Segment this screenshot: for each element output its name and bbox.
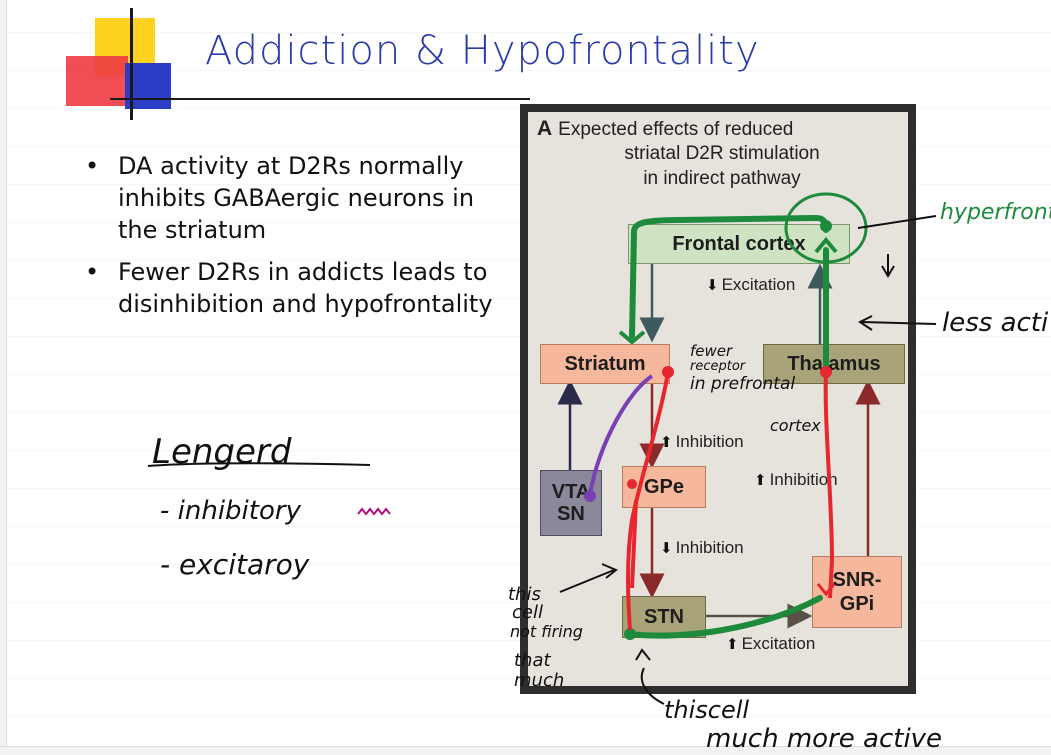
green-path-frontal-striatum <box>629 214 829 339</box>
pointer-hyperfrontal <box>857 215 937 229</box>
node-stn-label: STN <box>644 605 684 628</box>
arrow-down-icon: ⬇ <box>706 277 719 294</box>
red-path-snr-thalamus <box>823 373 835 599</box>
node-frontal-cortex: Frontal cortex <box>628 224 850 264</box>
label-inhibition-striatum-gpe: ⬆ Inhibition <box>660 432 744 452</box>
legend-inhibitory-swatch <box>357 507 391 516</box>
note-hyperfrontal: hyperfronta <box>940 200 1051 225</box>
bullet-dot-icon: • <box>85 152 100 180</box>
note-bottom-2: much more active <box>706 724 943 754</box>
node-stn: STN <box>622 596 706 638</box>
logo-vertical-line <box>130 8 133 120</box>
note-this-cell-4: that <box>514 650 551 671</box>
label-inhibition-right: ⬆ Inhibition <box>754 470 838 490</box>
bottom-edge <box>0 746 1051 755</box>
pointer-much-more-active <box>635 648 665 705</box>
title-underline <box>110 98 530 100</box>
pointer-this-cell <box>559 563 618 593</box>
figure-heading-line1: Expected effects of reduced <box>558 119 794 140</box>
note-fewer-3: in prefrontal <box>690 374 796 394</box>
green-circle-annotation <box>784 192 868 264</box>
note-less-active: less acti <box>942 308 1049 338</box>
label-excitation-bottom: ⬆ Excitation <box>726 634 815 654</box>
bullet-text: DA activity at D2Rs normally inhibits GA… <box>118 152 475 244</box>
label-inhibition-right-text: Inhibition <box>769 470 838 489</box>
legend-excitatory: - excitaroy <box>160 548 310 581</box>
logo-red-block <box>66 56 128 106</box>
figure-heading-line2: striatal D2R stimulation <box>624 143 820 164</box>
node-vta-label: VTA <box>551 481 591 503</box>
bullet-text: Fewer D2Rs in addicts leads to disinhibi… <box>118 258 493 318</box>
node-gpi-label: GPi <box>839 593 875 615</box>
slide-title: Addiction & Hypofrontality <box>205 28 760 74</box>
purple-path-vta-striatum <box>588 374 654 495</box>
node-snr-label: SNR- <box>832 569 882 591</box>
note-bottom-1: thiscell <box>664 696 750 724</box>
note-fewer-4: cortex <box>770 416 821 435</box>
green-path-stn-snr <box>627 595 823 639</box>
node-sn-label: SN <box>557 503 585 525</box>
pointer-less-active <box>858 315 937 331</box>
arrow-down-icon: ⬇ <box>660 540 673 557</box>
legend-inhibitory: - inhibitory <box>160 496 301 526</box>
node-gpe-label: GPe <box>643 475 685 498</box>
bullet-dot-icon: • <box>85 258 100 286</box>
figure-heading-line3: in indirect pathway <box>643 168 801 189</box>
arrow-up-icon: ⬆ <box>726 636 739 653</box>
bullet-item: • Fewer D2Rs in addicts leads to disinhi… <box>85 256 505 320</box>
legend-underline <box>147 462 371 467</box>
red-path-striatum-stn <box>626 371 670 631</box>
arrow-up-icon: ⬆ <box>660 434 673 451</box>
label-inhibition-gpe-stn-text: Inhibition <box>675 538 744 557</box>
note-fewer-1: fewer <box>690 342 733 360</box>
label-excitation-top: ⬇ Excitation <box>706 275 795 295</box>
node-thalamus: Thalamus <box>763 344 905 384</box>
label-inhibition-gpe-stn: ⬇ Inhibition <box>660 538 744 558</box>
pointer-down-arrow <box>881 254 895 278</box>
bullet-list: • DA activity at D2Rs normally inhibits … <box>85 150 505 330</box>
left-edge <box>0 0 7 754</box>
label-excitation-bottom-text: Excitation <box>741 634 816 653</box>
arrow-up-icon: ⬆ <box>754 472 767 489</box>
note-this-cell-1: this <box>508 584 541 605</box>
figure-letter: A <box>537 117 553 140</box>
node-striatum-label: Striatum <box>564 352 646 375</box>
label-excitation-top-text: Excitation <box>721 275 796 294</box>
bullet-item: • DA activity at D2Rs normally inhibits … <box>85 150 505 246</box>
note-this-cell-3: not firing <box>510 622 583 641</box>
note-this-cell-5: much <box>514 670 565 691</box>
note-this-cell-2: cell <box>512 602 543 623</box>
label-inhibition-striatum-gpe-text: Inhibition <box>675 432 744 451</box>
node-thalamus-label: Thalamus <box>787 352 881 375</box>
node-frontal-cortex-label: Frontal cortex <box>672 232 806 255</box>
red-path-gpe <box>630 499 638 589</box>
note-fewer-2: receptor <box>690 359 746 374</box>
